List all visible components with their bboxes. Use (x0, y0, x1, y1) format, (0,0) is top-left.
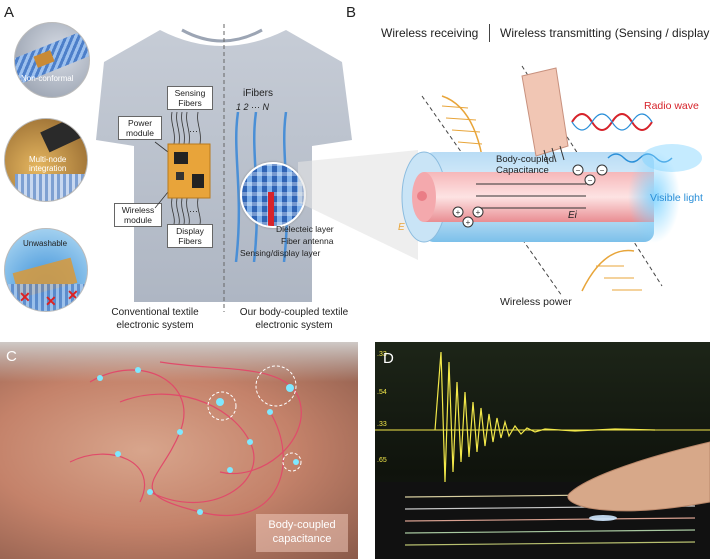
body-coupled-capacitance-label: Body-coupled Capacitance (496, 154, 555, 176)
cross-icon: ✕ (45, 293, 57, 309)
inset-label-unwashable: Unwashable (23, 239, 68, 248)
panel-label-d: D (383, 350, 394, 367)
inset-label-multi-node: Multi-node integration (29, 155, 67, 173)
svg-text:.33: .33 (377, 351, 387, 358)
ifibers-title: iFibers (243, 88, 274, 99)
svg-text:−: − (576, 166, 581, 175)
glowing-fibers (69, 361, 302, 517)
fiber-zoom-circle (240, 162, 306, 228)
svg-text:−: − (588, 176, 593, 185)
oscilloscope-trace: .33 .54 .33 .65 (375, 351, 710, 559)
body-coupled-overlay-text: Body-coupled capacitance (268, 519, 336, 545)
svg-text:+: + (466, 218, 471, 227)
panel-d-photo: .33 .54 .33 .65 D (375, 342, 710, 559)
wireless-power-label: Wireless power (500, 296, 572, 308)
radio-wave-label: Radio wave (644, 100, 699, 112)
overlay-caption-box (256, 514, 348, 552)
e-label: E (398, 222, 405, 233)
header-wireless-transmitting: Wireless transmitting (Sensing / display (500, 26, 710, 40)
cross-icon: ✕ (19, 289, 31, 305)
ei-label: Ei (568, 210, 577, 221)
inset-label-non-conformal: Non-conformal (21, 74, 74, 83)
zoom-wedge (298, 150, 418, 260)
wireless-module-box: Wireless module (114, 203, 162, 227)
panel-label-b: B (346, 4, 357, 21)
power-module-box: Power module (118, 116, 162, 140)
caption-body-coupled: Our body-coupled textile electronic syst… (239, 307, 349, 331)
caption-conventional: Conventional textile electronic system (111, 307, 199, 331)
conventional-wiring (154, 112, 211, 225)
panel-label-c: C (6, 348, 17, 365)
panel-label-a: A (4, 4, 15, 21)
display-ellipsis: ··· (189, 206, 198, 216)
ifibers-index: 1 2 ··· N (236, 102, 270, 112)
inset-multi-node: Multi-node integration (4, 118, 88, 202)
dielectric-layer-label: Dielecteic layer (276, 224, 334, 234)
svg-text:−: − (600, 166, 605, 175)
svg-text:.65: .65 (377, 457, 387, 464)
fiber-antenna-label: Fiber antenna (281, 236, 334, 246)
header-divider (489, 24, 490, 42)
svg-text:.54: .54 (377, 389, 387, 396)
sensing-ellipsis: ··· (189, 126, 198, 136)
inset-non-conformal: Non-conformal (14, 22, 90, 98)
svg-text:.33: .33 (377, 421, 387, 428)
panel-c-photo: Body-coupled capacitance C (0, 342, 358, 559)
fiber-diagram: +++ −−− (401, 65, 702, 297)
cross-icon: ✕ (67, 287, 79, 303)
sensing-fibers-box: Sensing Fibers (167, 86, 213, 110)
svg-text:+: + (456, 208, 461, 217)
inset-unwashable: ✕ ✕ ✕ Unwashable (4, 228, 88, 312)
svg-text:+: + (476, 208, 481, 217)
sensing-display-layer-label: Sensing/display layer (240, 248, 321, 258)
visible-light-label: Visible light (650, 192, 703, 204)
header-wireless-receiving: Wireless receiving (381, 26, 479, 40)
t-shirt-illustration (96, 24, 352, 312)
display-fibers-box: Display Fibers (167, 224, 213, 248)
